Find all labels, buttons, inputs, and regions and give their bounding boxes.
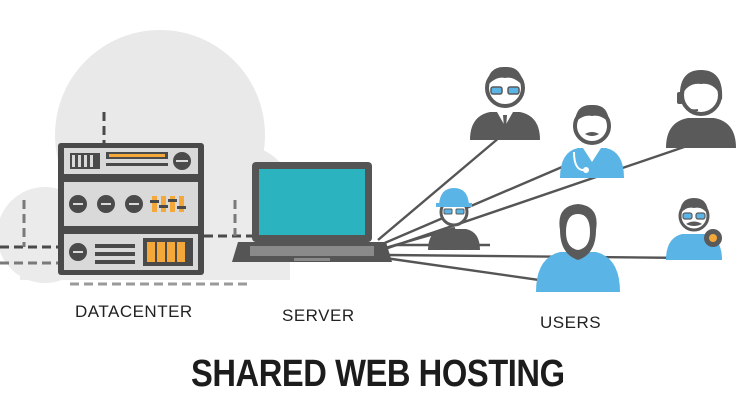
datacenter-label: DATACENTER xyxy=(75,302,193,321)
user-mustache-icon xyxy=(666,198,722,260)
connection-lines xyxy=(377,136,691,285)
diagram-title: SHARED WEB HOSTING xyxy=(191,353,565,395)
user-hood-icon xyxy=(536,204,620,292)
user-doctor-icon xyxy=(560,104,624,178)
user-glasses-icon xyxy=(470,66,540,140)
network-dashes xyxy=(0,112,252,286)
user-headset-icon xyxy=(666,70,736,148)
datacenter-rack xyxy=(58,143,204,275)
users-label: USERS xyxy=(540,313,602,332)
laptop-icon xyxy=(232,162,392,262)
server-label: SERVER xyxy=(282,306,355,325)
user-builder-icon xyxy=(428,188,480,250)
